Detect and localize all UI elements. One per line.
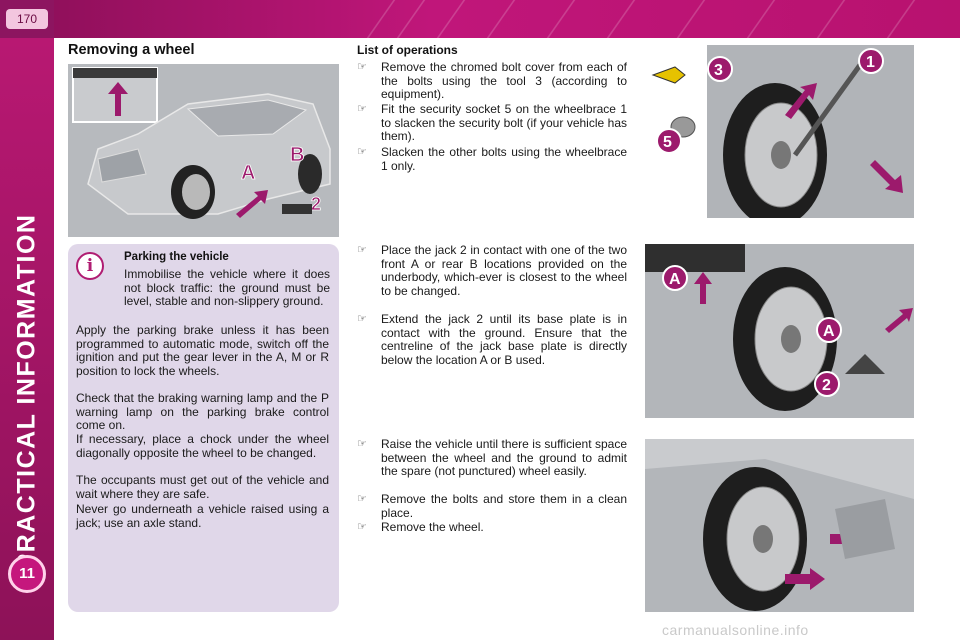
wheelbrace-label: 3 <box>714 62 723 79</box>
list-heading: List of operations <box>357 43 458 57</box>
section-title: Removing a wheel <box>68 42 195 58</box>
list-item-text: Fit the security socket 5 on the wheelbr… <box>381 102 627 144</box>
jack-label: A <box>823 323 835 340</box>
list-item: ☞ Slacken the other bolts using the whee… <box>357 145 627 173</box>
list-item-text: Remove the wheel. <box>381 520 484 534</box>
wheelbrace-illustration: 3 1 5 <box>645 45 914 218</box>
pointing-hand-icon: ☞ <box>357 61 367 73</box>
car-illustration: A B 2 <box>68 64 339 237</box>
info-paragraph: Never go underneath a vehicle raised usi… <box>76 502 329 530</box>
pointing-hand-icon: ☞ <box>357 146 367 158</box>
info-paragraph: Immobilise the vehicle where it does not… <box>124 267 330 309</box>
pointing-hand-icon: ☞ <box>357 244 367 256</box>
jack-label: 2 <box>822 377 831 394</box>
wheelbrace-label: 1 <box>866 54 875 71</box>
list-item: ☞ Fit the security socket 5 on the wheel… <box>357 102 627 144</box>
watermark: carmanualsonline.info <box>662 622 809 638</box>
side-band <box>0 38 54 640</box>
page-number-box: 170 <box>0 0 54 38</box>
pointing-hand-icon: ☞ <box>357 103 367 115</box>
bolts-removal-illustration <box>645 439 914 612</box>
pointing-hand-icon: ☞ <box>357 438 367 450</box>
page-number: 170 <box>6 9 48 29</box>
list-item-text: Slacken the other bolts using the wheelb… <box>381 145 627 173</box>
car-label: A <box>241 162 255 184</box>
info-box <box>68 244 339 612</box>
list-item: ☞ Remove the chromed bolt cover from eac… <box>357 60 627 102</box>
top-banner <box>0 0 960 38</box>
list-item: ☞ Remove the bolts and store them in a c… <box>357 492 627 520</box>
info-title: Parking the vehicle <box>124 251 229 263</box>
chapter-badge: 11 <box>8 555 46 593</box>
car-label: B <box>290 144 304 166</box>
pointing-hand-icon: ☞ <box>357 521 367 533</box>
info-paragraph: Apply the parking brake unless it has be… <box>76 323 329 379</box>
list-item-text: Place the jack 2 in contact with one of … <box>381 243 627 299</box>
info-paragraph: Check that the braking warning lamp and … <box>76 391 329 433</box>
jack-label: A <box>669 271 681 288</box>
info-paragraph: If necessary, place a chock under the wh… <box>76 432 329 460</box>
list-item: ☞ Raise the vehicle until there is suffi… <box>357 437 627 479</box>
pointing-hand-icon: ☞ <box>357 493 367 505</box>
pointing-hand-icon: ☞ <box>357 313 367 325</box>
list-item-text: Remove the chromed bolt cover from each … <box>381 60 627 102</box>
list-item: ☞ Extend the jack 2 until its base plate… <box>357 312 627 368</box>
info-paragraph: The occupants must get out of the vehicl… <box>76 473 329 501</box>
jack-illustration: A A 2 <box>645 244 914 418</box>
side-title: PRACTICAL INFORMATION <box>12 213 41 571</box>
wheelbrace-label: 5 <box>663 134 672 151</box>
list-item-text: Extend the jack 2 until its base plate i… <box>381 312 627 368</box>
list-item-text: Remove the bolts and store them in a cle… <box>381 492 627 520</box>
car-label: 2 <box>311 194 321 214</box>
info-icon: i <box>76 252 104 280</box>
list-item: ☞ Place the jack 2 in contact with one o… <box>357 243 627 299</box>
list-item-text: Raise the vehicle until there is suffici… <box>381 437 627 479</box>
list-item: ☞ Remove the wheel. <box>357 520 627 535</box>
